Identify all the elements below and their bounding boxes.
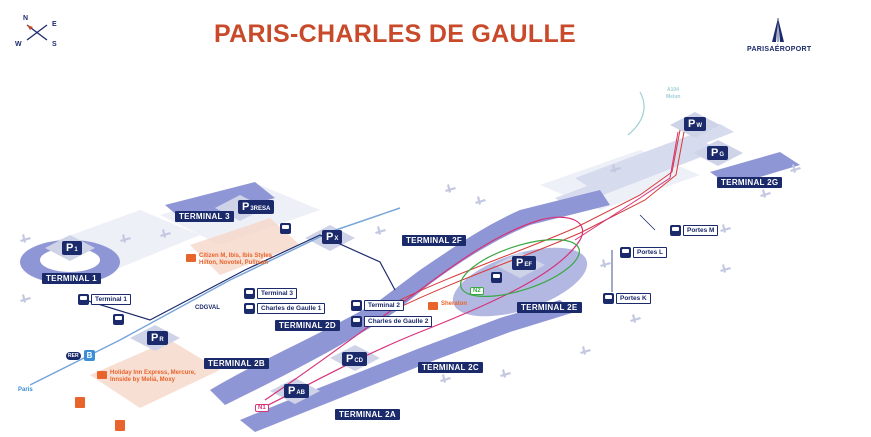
train-icon <box>351 316 362 327</box>
train-icon <box>351 300 362 311</box>
rer-badge[interactable]: RER <box>66 352 81 360</box>
parking-p1-badge[interactable]: P1 <box>62 241 82 255</box>
cdgval-label: CDGVAL <box>195 305 220 311</box>
aircraft-icon <box>630 314 641 323</box>
fuel-station-icon <box>75 397 85 408</box>
aircraft-icon <box>475 196 486 205</box>
shuttle-n2-pin[interactable]: N2 <box>470 287 484 295</box>
a104-label: A104 <box>667 87 679 93</box>
compass-n: N <box>23 15 29 22</box>
terminal-2g-label[interactable]: TERMINAL 2G <box>717 177 783 188</box>
train-icon <box>620 247 631 258</box>
aircraft-icon <box>760 189 771 198</box>
hotel-group-roissypole[interactable]: Holiday Inn Express, Mercure, Innside by… <box>97 370 196 384</box>
aircraft-icon <box>500 369 511 378</box>
melun-label: Melun <box>666 94 681 100</box>
shuttle-n1-line <box>257 216 584 411</box>
shuttle-n2-line <box>460 239 580 297</box>
hotel-group-t3[interactable]: Citizen M, Ibis, Ibis Styles, Hilton, No… <box>186 253 274 267</box>
aircraft-icon <box>160 229 171 238</box>
compass-w: W <box>15 41 22 48</box>
train-icon <box>670 225 681 236</box>
paris-aeroport-logo-icon <box>772 18 784 42</box>
station-portes-m[interactable]: Portes M <box>670 225 719 236</box>
parking-pcd-badge[interactable]: PCD <box>342 352 368 366</box>
bus-icon <box>491 272 502 283</box>
aircraft-icon <box>720 264 731 273</box>
aircraft-icon <box>580 346 591 355</box>
terminal-2e-label[interactable]: TERMINAL 2E <box>517 302 582 313</box>
bus-icon <box>280 223 291 234</box>
hotel-zone <box>190 218 300 275</box>
station-terminal-3[interactable]: Terminal 3 <box>244 288 298 299</box>
terminal-2d-label[interactable]: TERMINAL 2D <box>275 320 340 331</box>
aircraft-icon <box>600 259 611 268</box>
station-terminal-2[interactable]: Terminal 2 <box>351 300 405 311</box>
parking-pab-badge[interactable]: PAB <box>284 384 310 398</box>
terminal-2b-label[interactable]: TERMINAL 2B <box>204 358 269 369</box>
station-terminal-1[interactable]: Terminal 1 <box>78 294 132 305</box>
train-icon <box>244 303 255 314</box>
station-cdg1[interactable]: Charles de Gaulle 1 <box>244 303 326 314</box>
parking-p3resa-badge[interactable]: P3RESA <box>238 200 275 214</box>
parking-px-badge[interactable]: PX <box>322 230 343 244</box>
train-icon <box>78 294 89 305</box>
aircraft-icon <box>440 374 451 383</box>
compass-s: S <box>52 41 57 48</box>
parking-pr-badge[interactable]: PR <box>147 331 168 345</box>
train-icon <box>244 288 255 299</box>
terminal-2a-label[interactable]: TERMINAL 2A <box>335 409 400 420</box>
shuttle-pw-line <box>574 131 679 241</box>
connector-line <box>639 214 656 231</box>
rail-line <box>393 131 685 311</box>
fuel-station-icon <box>115 420 125 431</box>
station-portes-l[interactable]: Portes L <box>620 247 668 258</box>
parking-pw-badge[interactable]: PW <box>684 117 707 131</box>
aircraft-icon <box>20 234 31 243</box>
aircraft-icon <box>445 184 456 193</box>
compass-e: E <box>52 21 57 28</box>
parking-pef-badge[interactable]: PEF <box>512 256 537 270</box>
terminal-2-ef-hub <box>452 247 588 317</box>
paris-label: Paris <box>18 387 33 393</box>
road-a104 <box>627 91 645 136</box>
terminal-3-label[interactable]: TERMINAL 3 <box>175 211 234 222</box>
bus-stop-t3[interactable] <box>280 223 291 234</box>
terminal-1-label[interactable]: TERMINAL 1 <box>42 273 101 284</box>
aircraft-icon <box>20 294 31 303</box>
aircraft-icons <box>20 164 801 383</box>
aircraft-icon <box>790 164 801 173</box>
aircraft-icon <box>720 224 731 233</box>
page-title: PARIS-CHARLES DE GAULLE <box>213 20 576 48</box>
hotel-icon <box>428 302 438 310</box>
hotel-sheraton[interactable]: Sheraton <box>428 301 467 310</box>
aircraft-icon <box>120 234 131 243</box>
terminal-2c-label[interactable]: TERMINAL 2C <box>418 362 483 373</box>
logo-text: PARISAÉROPORT <box>747 46 812 53</box>
terminal-2f-label[interactable]: TERMINAL 2F <box>402 235 467 246</box>
aircraft-icon <box>610 164 621 173</box>
train-icon <box>603 293 614 304</box>
aircraft-icon <box>375 226 386 235</box>
hotel-zone <box>90 340 220 408</box>
bus-stop-t1[interactable] <box>113 314 124 325</box>
hotel-icon <box>97 371 107 379</box>
station-cdg2[interactable]: Charles de Gaulle 2 <box>351 316 433 327</box>
parking-pg-badge[interactable]: PG <box>707 146 729 160</box>
cdgval-line <box>84 234 396 321</box>
hotel-icon <box>186 254 196 262</box>
bus-stop-2ef[interactable] <box>491 272 502 283</box>
bus-icon <box>113 314 124 325</box>
station-portes-k[interactable]: Portes K <box>603 293 651 304</box>
shuttle-n1-pin[interactable]: N1 <box>255 404 269 412</box>
bus-badge[interactable]: B <box>84 350 95 361</box>
compass-icon <box>26 24 48 41</box>
terminal-2-south-building <box>240 300 575 432</box>
